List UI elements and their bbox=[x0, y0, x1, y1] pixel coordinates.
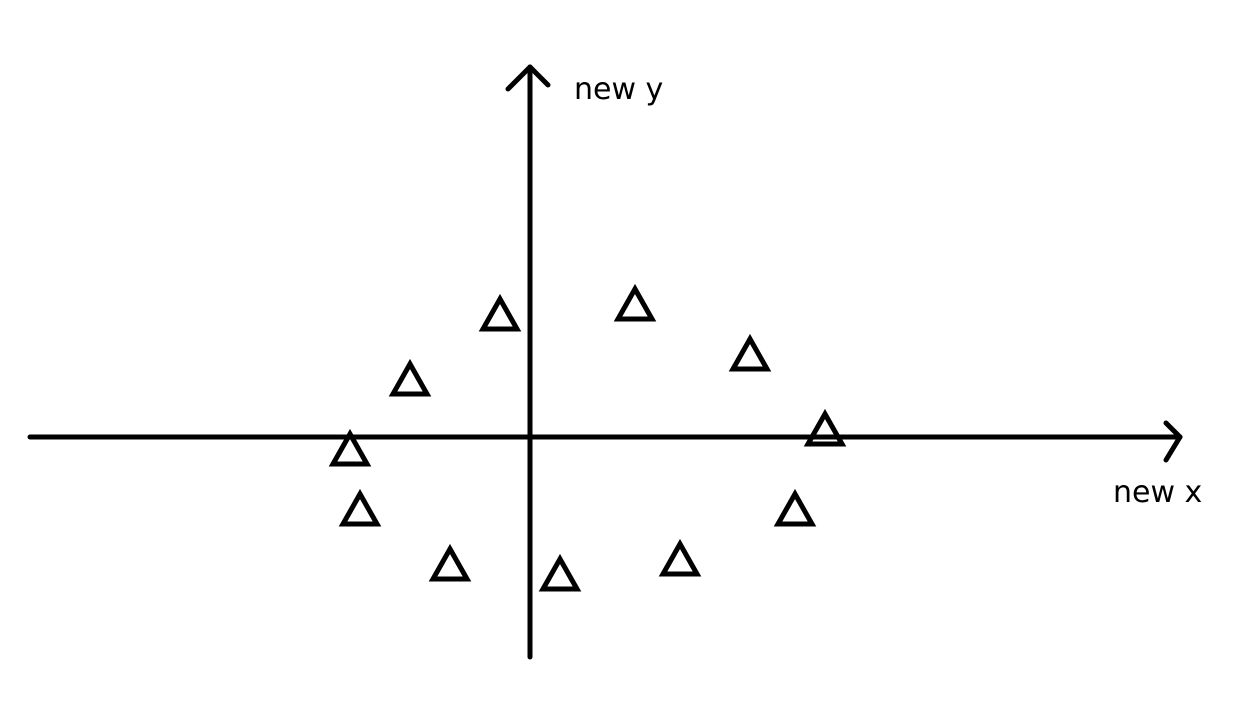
data-point bbox=[478, 293, 522, 332]
data-point bbox=[538, 553, 582, 592]
x-axis-arrowhead bbox=[1163, 420, 1183, 463]
data-point bbox=[338, 488, 382, 527]
data-point bbox=[328, 428, 372, 467]
y-axis-arrowhead bbox=[505, 64, 551, 92]
data-point bbox=[803, 408, 847, 447]
x-axis-label: new x bbox=[1113, 475, 1202, 510]
data-point bbox=[613, 283, 657, 322]
data-point bbox=[728, 333, 772, 372]
y-axis-label: new y bbox=[574, 72, 663, 107]
data-point bbox=[773, 488, 817, 527]
axes bbox=[27, 64, 1183, 660]
data-point bbox=[388, 358, 432, 397]
data-point bbox=[658, 538, 702, 577]
data-point bbox=[428, 543, 472, 582]
data-points bbox=[328, 283, 847, 592]
